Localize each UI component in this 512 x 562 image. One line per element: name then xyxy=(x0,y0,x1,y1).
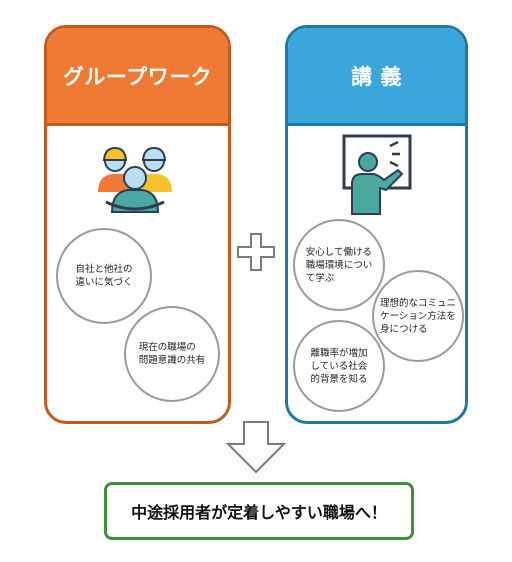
group-point-differences: 自社と他社の 違いに気づく xyxy=(56,228,152,324)
lecture-point-environment: 安心して働ける 職場環境につい て学ぶ xyxy=(293,219,385,311)
group-point-text: 自社と他社の 違いに気づく xyxy=(75,264,133,288)
group-point-shared-issues: 現在の職場の 問題意識の共有 xyxy=(124,306,220,402)
group-point-text: 現在の職場の 問題意識の共有 xyxy=(138,342,206,366)
lecture-title: 講 義 xyxy=(288,28,465,126)
group-work-title: グループワーク xyxy=(47,28,228,126)
lecture-point-text: 安心して働ける 職場環境につい て学ぶ xyxy=(305,246,373,284)
lecture-point-turnover: 離職率が増加 している社会 的背景を知る xyxy=(293,320,385,412)
result-banner: 中途採用者が定着しやすい職場へ！ xyxy=(104,482,414,540)
teacher-board-icon xyxy=(342,134,412,215)
lecture-point-text: 理想的なコミュニ ケーション方法を 身につける xyxy=(379,297,456,335)
lecture-point-text: 離職率が増加 している社会 的背景を知る xyxy=(310,347,368,385)
plus-icon xyxy=(237,233,275,271)
lecture-point-communication: 理想的なコミュニ ケーション方法を 身につける xyxy=(372,270,464,362)
down-arrow-icon xyxy=(226,421,286,474)
group-people-icon xyxy=(98,146,172,213)
